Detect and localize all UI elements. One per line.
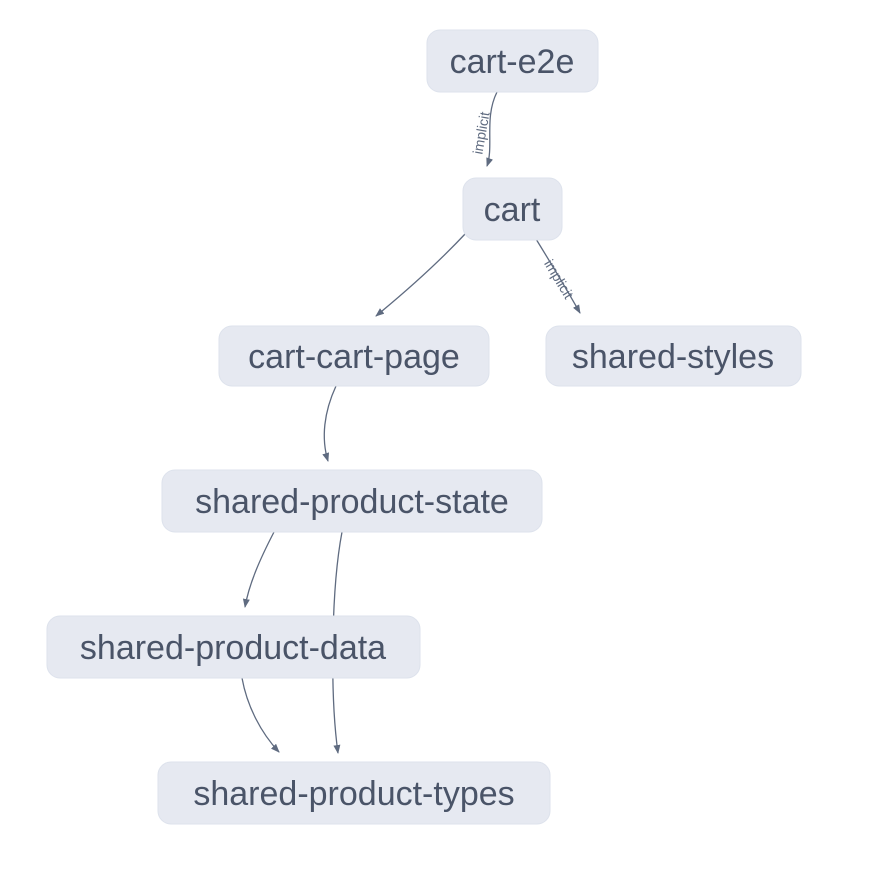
- edge-label-implicit: implicit: [469, 110, 492, 155]
- node-shared-product-types[interactable]: shared-product-types: [157, 761, 551, 825]
- node-box: [426, 29, 599, 93]
- node-cart[interactable]: cart: [462, 177, 563, 241]
- node-box: [46, 615, 421, 679]
- node-cart-cart-page[interactable]: cart-cart-page: [218, 325, 490, 387]
- node-label: shared-product-types: [193, 775, 514, 813]
- node-cart-e2e[interactable]: cart-e2e: [426, 29, 599, 93]
- node-label: shared-styles: [572, 338, 774, 376]
- nodes-layer: cart-e2e cart cart-cart-page shared-styl…: [46, 29, 802, 825]
- edge-shared-product-state-to-shared-product-data: [242, 531, 275, 608]
- edge-cart-e2e-to-cart: [486, 91, 498, 167]
- node-label: shared-product-data: [80, 629, 386, 667]
- node-box: [218, 325, 490, 387]
- node-label: shared-product-state: [195, 483, 509, 521]
- node-label: cart-e2e: [450, 43, 575, 81]
- node-box: [545, 325, 802, 387]
- node-box: [157, 761, 551, 825]
- node-shared-product-data[interactable]: shared-product-data: [46, 615, 421, 679]
- node-box: [161, 469, 543, 533]
- node-shared-styles[interactable]: shared-styles: [545, 325, 802, 387]
- edge-cart-to-shared-styles: [535, 238, 581, 314]
- edge-label-implicit: implicit: [541, 257, 577, 302]
- node-label: cart: [484, 191, 541, 229]
- edge-cart-to-cart-cart-page: [375, 232, 467, 317]
- node-box: [462, 177, 563, 241]
- node-label: cart-cart-page: [248, 338, 460, 376]
- edge-shared-product-data-to-shared-product-types: [241, 677, 280, 753]
- edge-cart-cart-page-to-shared-product-state: [322, 385, 337, 462]
- node-shared-product-state[interactable]: shared-product-state: [161, 469, 543, 533]
